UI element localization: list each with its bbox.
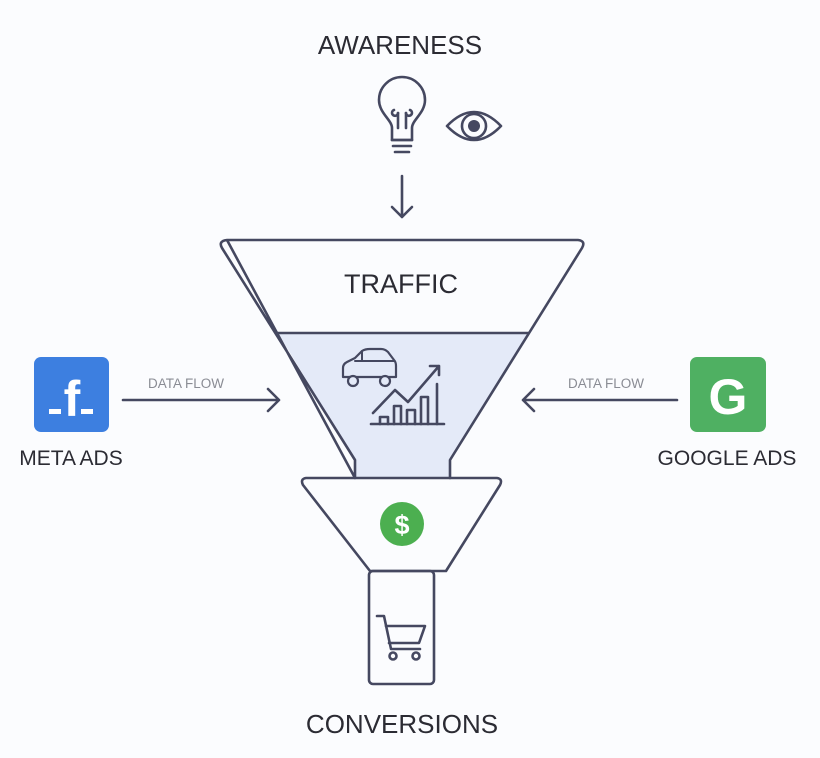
google-data-flow-label: DATA FLOW <box>568 376 644 391</box>
meta-data-flow-label: DATA FLOW <box>148 376 224 391</box>
arrow-right-icon <box>121 387 281 413</box>
growth-chart-icon <box>369 364 446 426</box>
traffic-label: TRAFFIC <box>344 269 458 299</box>
traffic-funnel-stage: TRAFFIC <box>219 238 585 480</box>
meta-ads-source: f META ADS <box>19 357 123 470</box>
meta-logo-glyph: f <box>64 371 81 427</box>
car-icon <box>341 347 398 388</box>
dollar-symbol: $ <box>394 510 409 540</box>
google-ads-source: G GOOGLE ADS <box>658 357 797 470</box>
conversion-funnel-stage: $ <box>300 476 503 573</box>
awareness-label: AWARENESS <box>318 30 482 60</box>
meta-ads-label: META ADS <box>19 447 122 470</box>
lightbulb-icon <box>377 75 427 154</box>
eye-icon <box>445 110 503 142</box>
arrow-left-icon <box>521 387 679 413</box>
arrow-down-icon <box>390 174 414 219</box>
dollar-icon <box>380 502 424 546</box>
shopping-cart-icon <box>375 614 427 661</box>
google-logo-glyph: G <box>709 369 748 425</box>
google-logo-icon <box>690 357 766 432</box>
conversions-spout <box>367 569 436 686</box>
google-ads-label: GOOGLE ADS <box>658 447 797 470</box>
conversions-label: CONVERSIONS <box>306 709 498 739</box>
